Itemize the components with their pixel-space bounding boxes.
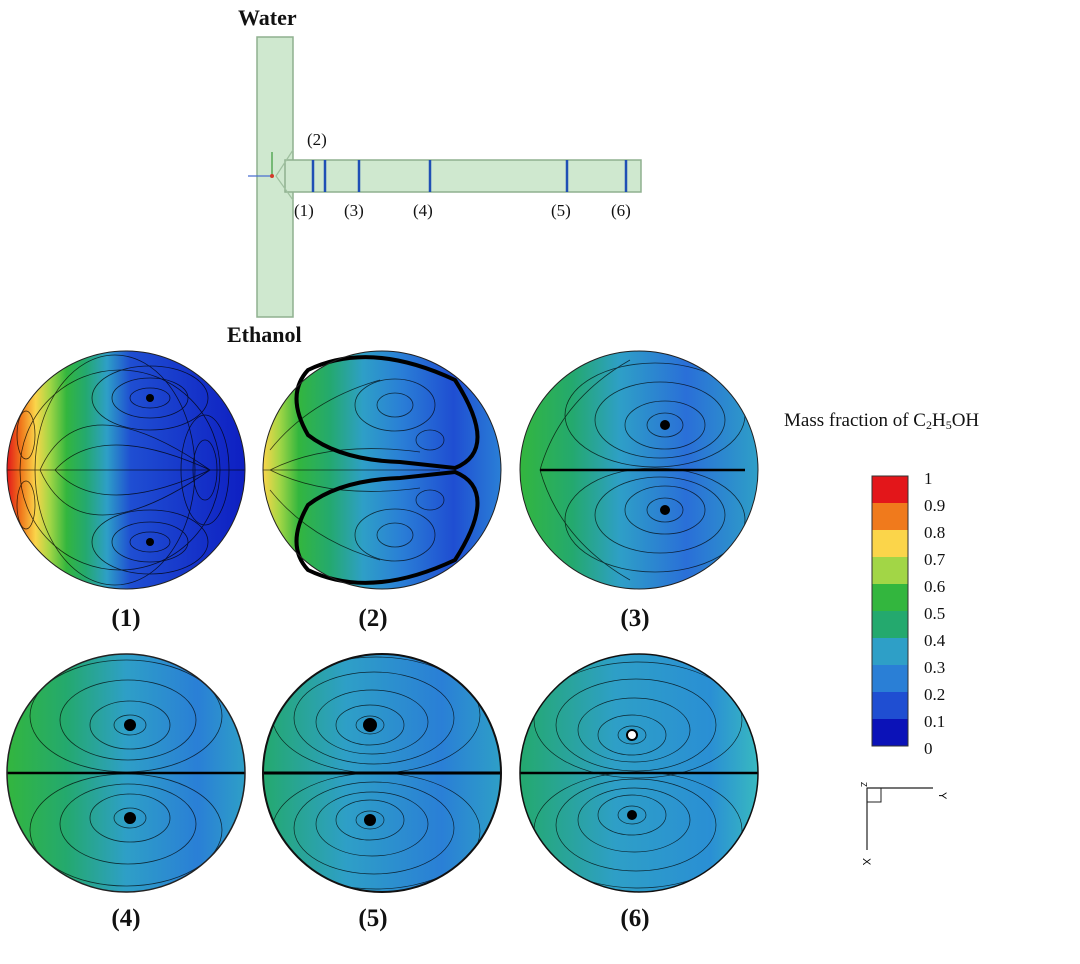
colorbar-tick: 0.2 <box>924 685 946 704</box>
colorbar-tick: 1 <box>924 469 933 488</box>
colorbar-title: Mass fraction of C2H5OH <box>784 410 980 432</box>
water-inlet-label: Water <box>238 5 297 30</box>
cross-section-4 <box>6 653 246 893</box>
colorbar-tick: 0 <box>924 739 933 758</box>
position-label-1: (1) <box>294 201 314 220</box>
colorbar-ticks: 1 0.9 0.8 0.7 0.6 0.5 0.4 0.3 0.2 0.1 0 <box>924 469 984 757</box>
colorbar-tick: 0.1 <box>924 712 946 731</box>
t-junction-diagram <box>248 36 642 318</box>
origin-point <box>270 174 274 178</box>
colorbar-tick: 0.7 <box>924 550 946 569</box>
colorbar-band <box>872 530 908 558</box>
pipe-joint <box>286 161 294 191</box>
section-label-2: (2) <box>358 605 388 632</box>
colorbar-tick: 0.3 <box>924 658 946 677</box>
axis-x-label: X <box>860 858 872 866</box>
colorbar-tick: 0.5 <box>924 604 946 623</box>
section-label-5: (5) <box>358 905 388 932</box>
colorbar-band <box>872 503 908 531</box>
axis-triad: Y X Z <box>859 782 948 866</box>
colorbar-band <box>872 557 908 585</box>
cross-section-1 <box>6 350 246 590</box>
cross-section-5 <box>262 653 502 893</box>
position-label-4: (4) <box>413 201 433 220</box>
colorbar-band <box>872 638 908 666</box>
horizontal-pipe <box>284 159 642 193</box>
cross-section-2 <box>262 350 502 590</box>
colorbar-tick: 0.4 <box>924 631 946 650</box>
colorbar-band <box>872 692 908 720</box>
colorbar-tick: 0.9 <box>924 496 946 515</box>
position-label-3: (3) <box>344 201 364 220</box>
position-label-6: (6) <box>611 201 631 220</box>
position-label-5: (5) <box>551 201 571 220</box>
axis-z-label: Z <box>859 782 868 787</box>
cross-section-3 <box>519 350 759 590</box>
colorbar-tick: 0.8 <box>924 523 946 542</box>
colorbar-tick: 0.6 <box>924 577 946 596</box>
colorbar-band <box>872 476 908 504</box>
cross-section-6 <box>519 653 759 893</box>
axis-y-label: Y <box>936 792 948 800</box>
position-label-2: (2) <box>307 130 327 149</box>
cross-section-plots <box>6 350 759 893</box>
section-label-3: (3) <box>620 605 650 632</box>
section-label-1: (1) <box>111 605 141 632</box>
colorbar-band <box>872 665 908 693</box>
colorbar-band <box>872 611 908 639</box>
colorbar-band <box>872 719 908 747</box>
section-label-4: (4) <box>111 905 141 932</box>
ethanol-inlet-label: Ethanol <box>227 322 302 347</box>
pipe-junction-edge <box>275 149 294 201</box>
colorbar <box>871 475 909 747</box>
section-label-6: (6) <box>620 905 650 932</box>
colorbar-band <box>872 584 908 612</box>
